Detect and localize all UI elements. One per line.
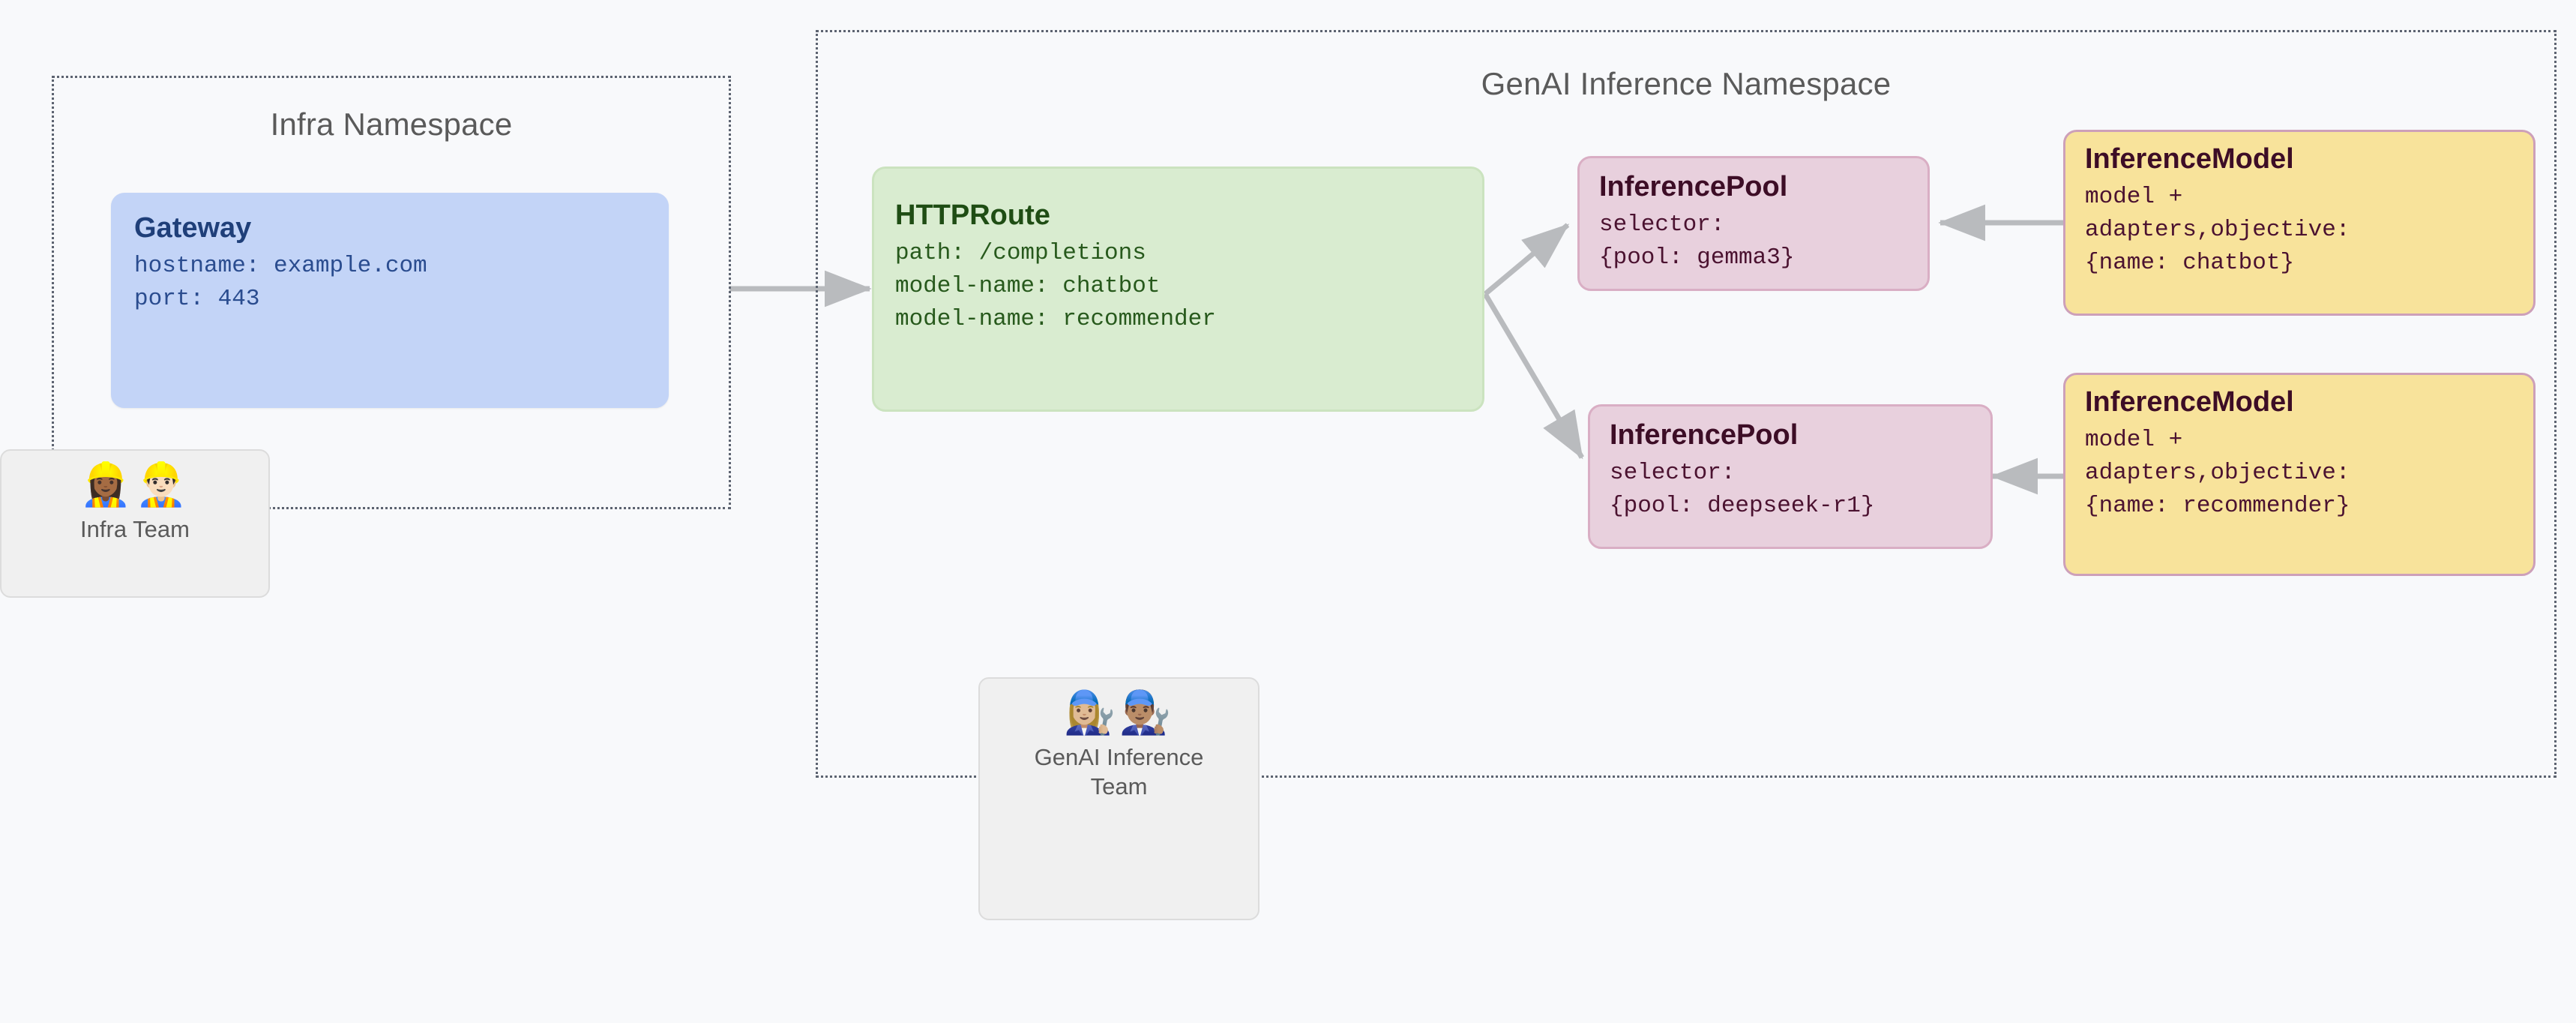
node-httproute-title: HTTPRoute (895, 200, 1050, 231)
node-inferencemodel-recommender-title: InferenceModel (2085, 386, 2294, 418)
node-inferencepool-gemma3[interactable]: InferencePool selector: {pool: gemma3} (1577, 156, 1930, 291)
node-httproute-line-model-recommender: model-name: recommender (895, 305, 1216, 332)
node-inferencemodel-recommender-line-model: model + (2085, 426, 2183, 453)
node-inferencemodel-recommender-line-adapters: adapters,objective: (2085, 459, 2350, 486)
node-gateway-title: Gateway (134, 212, 252, 244)
namespace-genai: GenAI Inference Namespace (816, 30, 2557, 778)
node-inferencemodel-chatbot-line-name: {name: chatbot} (2085, 249, 2295, 276)
mechanic-icons: 👩🏼‍🔧👨🏽‍🔧 (1063, 688, 1175, 736)
namespace-genai-title: GenAI Inference Namespace (1481, 66, 1892, 101)
node-httproute-line-model-chatbot: model-name: chatbot (895, 272, 1161, 299)
node-gateway-line-hostname: hostname: example.com (134, 252, 427, 279)
node-inferencemodel-chatbot-title: InferenceModel (2085, 143, 2294, 175)
node-gateway[interactable]: Gateway hostname: example.com port: 443 (111, 193, 669, 408)
node-httproute[interactable]: HTTPRoute path: /completions model-name:… (872, 166, 1484, 412)
node-inferencepool-deepseek-line-selector: selector: (1610, 459, 1736, 486)
node-inferencemodel-chatbot-line-model: model + (2085, 183, 2183, 210)
team-badge-infra[interactable]: 👷🏾‍♀️👷🏻‍♂️ Infra Team (0, 449, 270, 598)
node-inferencepool-gemma3-title: InferencePool (1599, 171, 1788, 202)
node-inferencepool-deepseek-title: InferencePool (1610, 419, 1799, 451)
team-badge-genai-label: GenAI Inference Team (1034, 743, 1204, 800)
node-inferencepool-deepseek-line-pool: {pool: deepseek-r1} (1610, 492, 1875, 519)
node-inferencepool-gemma3-line-pool: {pool: gemma3} (1599, 244, 1795, 271)
node-httproute-line-path: path: /completions (895, 239, 1146, 266)
team-badge-genai[interactable]: 👩🏼‍🔧👨🏽‍🔧 GenAI Inference Team (978, 677, 1260, 920)
node-inferencepool-deepseek[interactable]: InferencePool selector: {pool: deepseek-… (1588, 404, 1993, 549)
node-gateway-line-port: port: 443 (134, 285, 260, 312)
node-inferencemodel-chatbot-line-adapters: adapters,objective: (2085, 216, 2350, 243)
namespace-infra-title: Infra Namespace (270, 106, 513, 142)
node-inferencepool-gemma3-line-selector: selector: (1599, 211, 1725, 238)
node-inferencemodel-recommender[interactable]: InferenceModel model + adapters,objectiv… (2063, 373, 2536, 576)
node-inferencemodel-recommender-line-name: {name: recommender} (2085, 492, 2350, 519)
namespace-infra: Infra Namespace (52, 76, 731, 509)
construction-worker-icons: 👷🏾‍♀️👷🏻‍♂️ (79, 460, 190, 508)
team-badge-infra-label: Infra Team (80, 515, 190, 542)
node-inferencemodel-chatbot[interactable]: InferenceModel model + adapters,objectiv… (2063, 130, 2536, 316)
